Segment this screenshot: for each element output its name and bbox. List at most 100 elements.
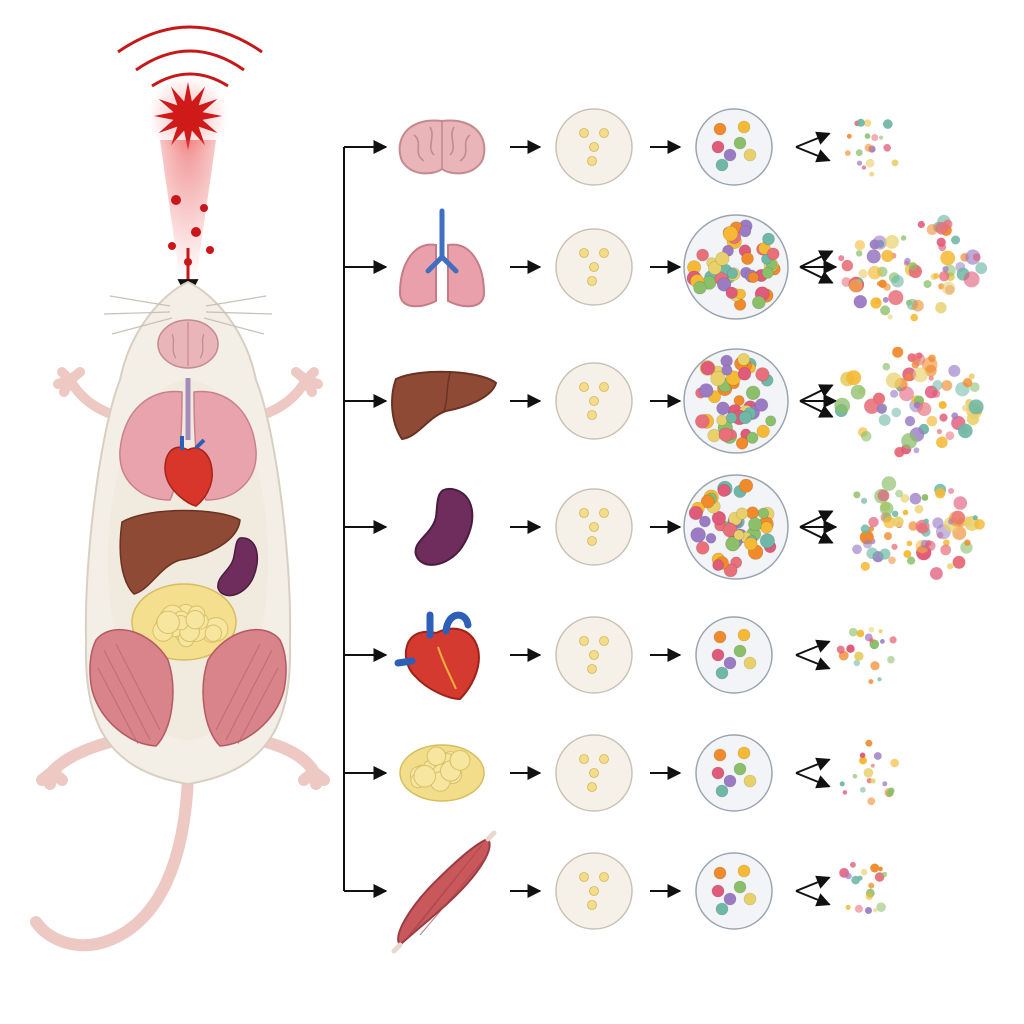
- released-particle: [962, 404, 969, 412]
- released-particle: [926, 224, 938, 235]
- mouse-muscle-left: [89, 629, 174, 747]
- released-particle: [892, 516, 904, 528]
- released-particle: [868, 679, 874, 685]
- tissue-particle: [738, 410, 753, 425]
- released-particle: [952, 555, 966, 569]
- fat-lobule: [426, 746, 447, 767]
- sample-dot: [579, 248, 589, 258]
- released-particle: [963, 271, 980, 288]
- tissue-particle: [710, 371, 726, 387]
- released-particle: [881, 476, 897, 491]
- release-arrow: [795, 757, 831, 774]
- released-particle: [904, 257, 911, 265]
- tissue-particle: [693, 281, 707, 295]
- released-particle: [968, 373, 975, 380]
- tissue-particle: [745, 385, 761, 401]
- released-particle: [868, 882, 875, 889]
- tissue-particle: [725, 536, 741, 552]
- tissue-particle: [759, 533, 775, 549]
- liver-shape: [391, 370, 498, 441]
- released-particle: [930, 567, 943, 580]
- sample-dot: [579, 872, 589, 882]
- heart-vein: [394, 657, 416, 667]
- tissue-particle: [735, 507, 749, 520]
- released-particle: [912, 299, 924, 312]
- released-particle: [861, 497, 868, 504]
- released-particle: [891, 159, 899, 167]
- released-particle: [882, 781, 888, 787]
- released-particle: [969, 382, 980, 392]
- released-particle: [857, 875, 863, 881]
- sample-dot: [579, 508, 589, 518]
- released-particle: [906, 540, 913, 547]
- released-particle: [883, 516, 896, 529]
- released-particle: [856, 118, 865, 127]
- released-particle: [881, 871, 888, 878]
- tissue-particle: [744, 537, 758, 551]
- released-particle: [905, 373, 912, 381]
- released-particle: [841, 259, 853, 272]
- tissue-particle: [716, 401, 730, 415]
- released-particle: [936, 436, 948, 449]
- released-particle: [966, 412, 980, 426]
- released-particle: [926, 415, 938, 427]
- release-arrow: [795, 639, 831, 656]
- tissue-particle: [696, 248, 709, 262]
- released-particle: [870, 297, 882, 309]
- tissue-particle: [722, 522, 738, 538]
- fat-lobule: [185, 610, 205, 630]
- released-particle: [941, 281, 956, 295]
- released-particle: [921, 357, 938, 373]
- released-particle: [943, 539, 950, 546]
- tissue-particle: [765, 415, 777, 427]
- tissue-particle: [723, 563, 738, 578]
- released-particle: [868, 637, 874, 643]
- tissue-particle: [737, 746, 751, 760]
- sample-dot: [587, 410, 597, 420]
- released-particle: [856, 629, 865, 638]
- released-particle: [964, 539, 971, 546]
- tissue-particle: [737, 120, 751, 134]
- tissue-particle: [715, 784, 729, 798]
- released-particle: [854, 904, 863, 913]
- tissue-particle: [711, 648, 725, 662]
- tissue-particle: [711, 766, 725, 780]
- released-particle: [921, 494, 929, 501]
- released-particle: [845, 150, 851, 156]
- released-particle: [852, 544, 862, 555]
- stimulus-particle: [191, 227, 201, 237]
- release-arrow: [795, 890, 831, 907]
- released-particle: [951, 235, 961, 245]
- released-particle: [868, 626, 875, 633]
- released-particle: [871, 134, 879, 141]
- tissue-particle: [721, 364, 733, 376]
- sample-dot: [587, 900, 597, 910]
- tissue-particle: [746, 431, 759, 444]
- released-particle: [972, 515, 978, 521]
- signal-wave-inner: [151, 72, 229, 88]
- released-particle: [866, 778, 873, 784]
- released-particle: [880, 305, 891, 316]
- liver-lobe-line: [443, 372, 451, 412]
- released-particle: [905, 299, 912, 306]
- fat-lobule: [156, 610, 180, 634]
- sample-dot: [589, 522, 599, 532]
- released-particle: [878, 414, 891, 426]
- released-particle: [883, 144, 891, 152]
- released-particle: [863, 539, 873, 549]
- stimulus-particle: [171, 195, 181, 205]
- row-liver: [344, 346, 984, 458]
- tissue-circle: [695, 852, 773, 930]
- released-particle: [885, 235, 899, 249]
- tissue-particle: [717, 483, 731, 497]
- released-particle: [880, 639, 885, 644]
- signal-wave-outer: [117, 25, 263, 54]
- release-arrow: [795, 772, 831, 789]
- tissue-particle: [712, 559, 724, 571]
- released-particle: [879, 501, 894, 516]
- released-particle: [941, 380, 953, 391]
- released-particle: [975, 262, 988, 275]
- fat-lobule: [449, 750, 471, 771]
